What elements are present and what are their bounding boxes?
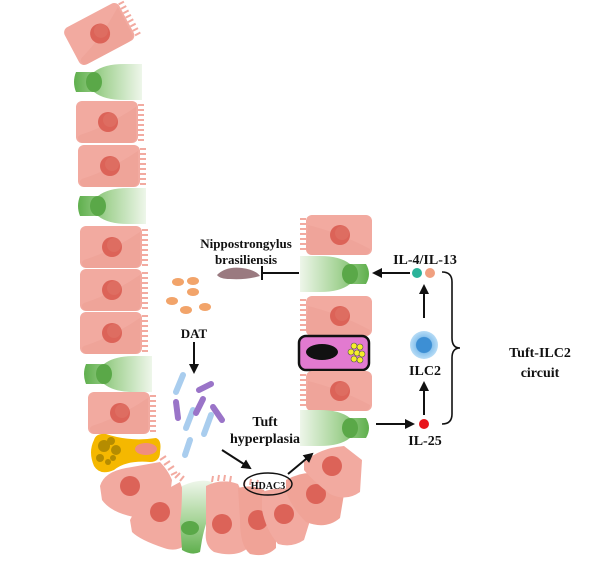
hdac3-node: HDAC3 [243, 472, 293, 496]
crypt-right-wall [297, 214, 373, 446]
tuft-hyperplasia-label-line2: hyperplasia [230, 432, 300, 447]
tuft-cell [300, 256, 369, 292]
worm [217, 267, 260, 280]
enterocyte [79, 225, 149, 269]
dat-label: DAT [181, 326, 208, 341]
enterocyte [304, 446, 362, 498]
arrow-hdac3-to-tuft [287, 452, 314, 475]
enterocyte [75, 100, 145, 144]
pathogen-label-line2: brasiliensis [215, 252, 277, 267]
il4-dot [412, 268, 422, 278]
enterocyte [77, 144, 147, 188]
hdac3-label: HDAC3 [251, 481, 285, 492]
pathogen-label-line1: Nippostrongylus [200, 236, 292, 251]
arrow-to-hdac3 [221, 449, 252, 470]
ilc2-cell [410, 331, 438, 359]
enterocyte [299, 295, 373, 337]
tuft-cell [300, 410, 369, 446]
circuit-brace [441, 271, 461, 425]
enterocyte [87, 391, 157, 435]
paneth-cell [91, 433, 161, 473]
enterocyte [299, 214, 373, 256]
il25-dot [419, 419, 429, 429]
enterocyte [79, 311, 149, 355]
enterocyte [79, 268, 149, 312]
il25-label: IL-25 [408, 434, 441, 449]
ilc2-label: ILC2 [409, 364, 441, 379]
circuit-label-line1: Tuft-ILC2 [509, 346, 571, 361]
goblet-cell [297, 334, 371, 372]
crypt-left-wall [61, 0, 362, 556]
bacteria [173, 372, 225, 458]
tuft-cell [84, 356, 152, 392]
il13-dot [425, 268, 435, 278]
tuft-cell [74, 64, 142, 100]
il4-il13-label: IL-4/IL-13 [393, 253, 457, 268]
tuft-hyperplasia-label-line1: Tuft [252, 415, 278, 430]
dat-particles [166, 277, 211, 314]
enterocyte [299, 370, 373, 412]
enterocyte [130, 472, 186, 550]
enterocyte [61, 0, 143, 69]
circuit-label-line2: circuit [521, 366, 560, 381]
tuft-cell [78, 188, 146, 224]
tuft-cell [180, 480, 212, 554]
